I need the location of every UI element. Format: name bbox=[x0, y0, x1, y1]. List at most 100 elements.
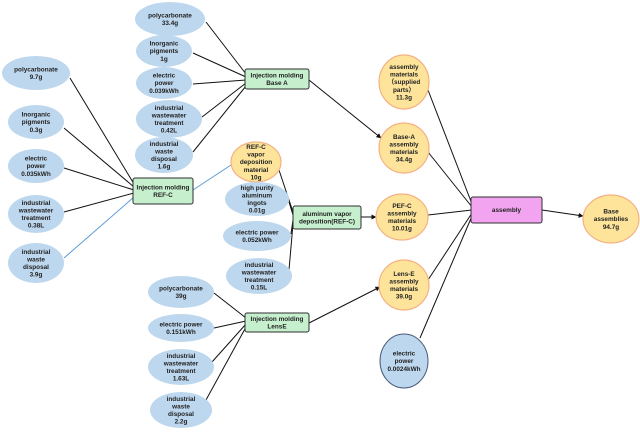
node-label-line: 0.3g bbox=[30, 127, 43, 134]
node-label-line: wastewater bbox=[151, 112, 187, 119]
node-label-line: wastewater bbox=[241, 269, 277, 276]
node-shape bbox=[375, 193, 429, 241]
node-label-line: 34.4g bbox=[396, 157, 412, 164]
node-shape bbox=[582, 194, 640, 244]
node-label-line: ingots bbox=[247, 200, 267, 207]
node-label-line: 10g bbox=[250, 174, 261, 181]
node-label-line: 9.7g bbox=[30, 74, 43, 81]
node-label-line: materials bbox=[390, 72, 419, 79]
node-shape bbox=[8, 195, 64, 233]
node-label-line: Inorganic bbox=[22, 112, 51, 119]
node-shape bbox=[8, 243, 64, 283]
edge-in-a-ep bbox=[192, 79, 247, 85]
node-label-line: treatment bbox=[154, 120, 184, 127]
node-label-line: treatment bbox=[166, 368, 196, 375]
edge-in-e-pc bbox=[213, 292, 247, 319]
edge-am-supplied bbox=[427, 89, 473, 205]
edge-am-basea bbox=[427, 151, 473, 208]
node-label-line: industrial bbox=[167, 353, 196, 360]
node-label-line: polycarbonate bbox=[148, 12, 192, 19]
node-label-line: Base A bbox=[266, 80, 288, 87]
node-label-line: 2.2g bbox=[175, 419, 188, 426]
edge-in-a-wd bbox=[192, 85, 247, 153]
node-label-line: power bbox=[27, 163, 46, 170]
node-label-line: aluminum bbox=[242, 192, 272, 199]
node-shape bbox=[8, 149, 64, 183]
edge-in-a-pc bbox=[205, 21, 247, 75]
node-shape bbox=[148, 276, 214, 308]
node-label-line: electric bbox=[25, 156, 48, 163]
node-label-line: treatment bbox=[244, 277, 274, 284]
node-label-line: electric bbox=[153, 73, 176, 80]
node-label-line: industrial bbox=[245, 262, 274, 269]
node-shape bbox=[225, 182, 289, 216]
edge-p-refc bbox=[192, 164, 232, 191]
node-shape bbox=[226, 258, 292, 294]
edge-p-basea bbox=[308, 79, 382, 139]
node-label-line: waste bbox=[26, 256, 45, 263]
node-label-line: assembly bbox=[389, 278, 419, 285]
node-label-line: PEF-C bbox=[392, 203, 412, 210]
node-label-line: Injection molding bbox=[137, 184, 190, 191]
node-label-line: REF-C bbox=[153, 192, 173, 199]
node-label-line: assembly bbox=[492, 207, 522, 214]
node-label-line: aluminum vapor bbox=[302, 211, 352, 218]
node-label-line: Base bbox=[603, 209, 619, 216]
node-label-line: 1.6g bbox=[158, 164, 171, 171]
edge-in-e-wd bbox=[205, 326, 247, 401]
node-label-line: REF-C bbox=[246, 144, 266, 151]
node-label-line: 33.4g bbox=[162, 20, 178, 27]
edge-am-lense bbox=[427, 212, 473, 281]
node-shape bbox=[230, 141, 282, 183]
node-shape bbox=[132, 177, 194, 205]
node-label-line: materials bbox=[390, 286, 419, 293]
edge-in-e-ww bbox=[211, 323, 247, 363]
edge-al-ww bbox=[288, 223, 294, 271]
edges bbox=[63, 21, 584, 401]
node-label-line: disposal bbox=[168, 411, 194, 418]
node-label-line: polycarbonate bbox=[14, 66, 58, 73]
node-label-line: vapor bbox=[247, 152, 265, 159]
node-label-line: high purity bbox=[240, 185, 273, 192]
node-label-line: power bbox=[155, 80, 174, 87]
node-label-line: 0.0024kWh bbox=[387, 366, 420, 373]
node-label-line: 11.3g bbox=[396, 94, 412, 101]
node-shape bbox=[378, 122, 430, 174]
node-label-line: disposal bbox=[23, 264, 49, 271]
node-label-line: electric power bbox=[160, 321, 203, 328]
node-label-line: disposal bbox=[151, 156, 177, 163]
node-label-line: industrial bbox=[167, 396, 196, 403]
node-label-line: 0.42L bbox=[161, 128, 177, 135]
node-label-line: treatment bbox=[21, 215, 51, 222]
node-shape bbox=[378, 259, 430, 311]
edge-al-ingot bbox=[288, 201, 294, 216]
edge-p-lense bbox=[308, 286, 381, 324]
node-label-line: 39g bbox=[175, 293, 186, 300]
node-shape bbox=[8, 105, 64, 139]
node-label-line: Lens-E bbox=[393, 271, 415, 278]
edge-am-pefc bbox=[427, 209, 473, 216]
node-label-line: power bbox=[395, 358, 414, 365]
edge-in-e-ep bbox=[213, 320, 247, 329]
node-shape bbox=[244, 68, 310, 90]
edge-p-assembly bbox=[541, 209, 584, 218]
